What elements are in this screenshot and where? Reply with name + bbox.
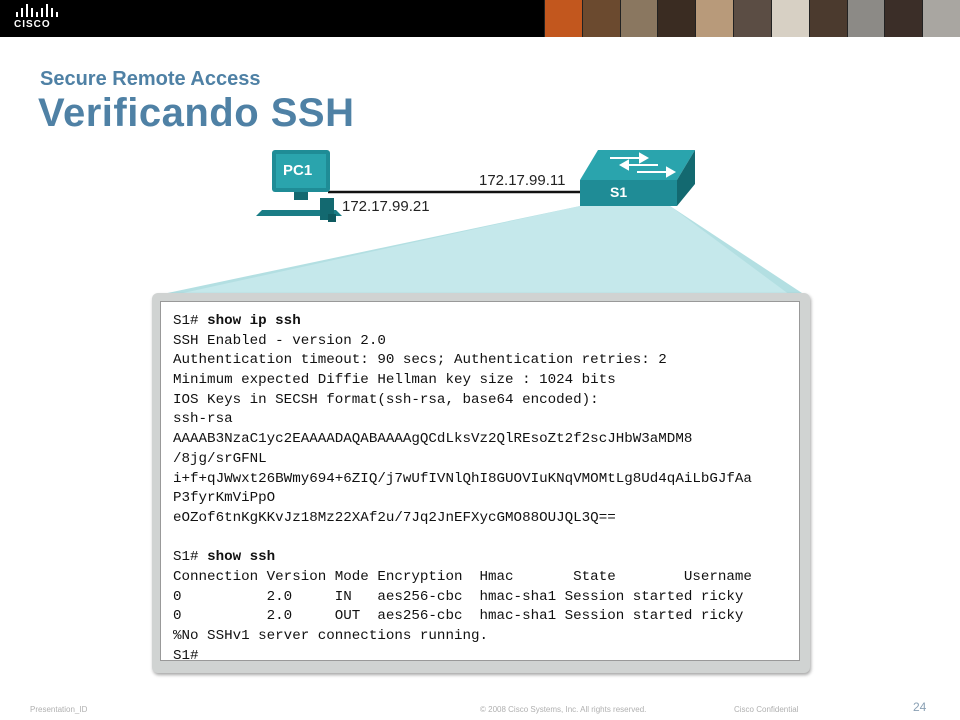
terminal-line: %No SSHv1 server connections running.	[173, 628, 489, 644]
header-photo	[770, 0, 809, 37]
terminal-line: 0 2.0 IN aes256-cbc hmac-sha1 Session st…	[173, 588, 744, 605]
terminal-command: show ip ssh	[207, 313, 301, 329]
terminal-line: S1# show ssh	[173, 548, 799, 568]
terminal-line: Minimum expected Diffie Hellman key size…	[173, 372, 616, 389]
header-photo	[922, 0, 960, 37]
terminal-command: show ssh	[207, 549, 276, 566]
header-photo	[808, 0, 847, 37]
footer-copyright: © 2008 Cisco Systems, Inc. All rights re…	[480, 705, 647, 714]
pc-label: PC1	[283, 162, 313, 179]
header-photo	[544, 0, 582, 37]
terminal-line: S1# show ip ssh	[173, 312, 799, 332]
terminal-line	[173, 529, 799, 549]
terminal-line: AAAAB3NzaC1yc2EAAAADAQABAAAAgQCdLksVz2Ql…	[173, 431, 693, 448]
switch-ip-address: 172.17.99.11	[479, 172, 566, 189]
terminal-line: S1#	[173, 647, 199, 664]
switch-icon	[580, 150, 695, 206]
network-topology: PC1 172.17.99.21 172.17.99.11 S1	[150, 140, 820, 300]
header-photo	[884, 0, 923, 37]
header-photo	[846, 0, 885, 37]
terminal-line: i+f+qJWwxt26BWmy694+6ZIQ/j7wUfIVNlQhI8GU…	[173, 470, 752, 487]
header-photo	[733, 0, 771, 37]
cisco-logo: CISCO	[14, 4, 64, 32]
terminal-line: IOS Keys in SECSH format(ssh-rsa, base64…	[173, 391, 599, 408]
page-number: 24	[913, 700, 927, 714]
terminal-prompt: S1#	[173, 549, 208, 566]
header-photo	[695, 0, 734, 37]
terminal-line: Connection Version Mode Encryption Hmac …	[173, 568, 752, 585]
terminal-line: /8jg/srGFNL	[173, 450, 267, 467]
cisco-logo-text: CISCO	[14, 19, 51, 30]
pc-ip-address: 172.17.99.21	[342, 198, 430, 215]
cisco-bridge-icon	[16, 4, 58, 17]
terminal-line: SSH Enabled - version 2.0	[173, 332, 386, 349]
header-photo	[657, 0, 696, 37]
footer-presentation-id: Presentation_ID	[30, 705, 88, 714]
terminal-line: ssh-rsa	[173, 411, 233, 428]
terminal-line: 0 2.0 OUT aes256-cbc hmac-sha1 Session s…	[173, 608, 744, 625]
terminal-line: eOZof6tnKgKKvJz18Mz22XAf2u/7Jq2JnEFXycGM…	[173, 509, 616, 526]
header-photo	[581, 0, 620, 37]
footer-confidential: Cisco Confidential	[734, 705, 799, 714]
header-bar: CISCO	[0, 0, 960, 37]
terminal-line: P3fyrKmViPpO	[173, 490, 276, 507]
header-photo	[619, 0, 658, 37]
pc-icon	[256, 150, 342, 222]
terminal-line: Authentication timeout: 90 secs; Authent…	[173, 352, 667, 369]
terminal-prompt: S1#	[173, 313, 208, 329]
switch-label: S1	[610, 184, 628, 200]
slide-subtitle: Secure Remote Access	[40, 68, 261, 90]
slide-title: Verificando SSH	[38, 91, 355, 135]
header-photo-strip	[544, 0, 960, 37]
